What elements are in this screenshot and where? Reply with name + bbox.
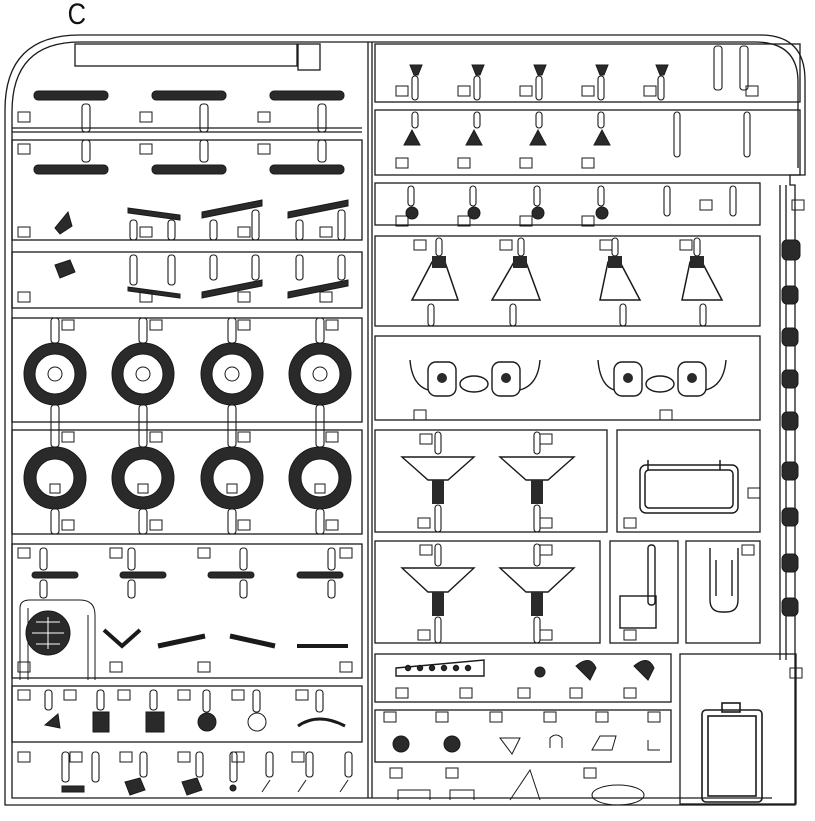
hook-parts <box>534 660 655 681</box>
clamp-bolts <box>437 373 697 383</box>
sprue-sheet-label: C <box>67 0 87 31</box>
small-bent-parts <box>102 628 348 649</box>
license-plate-part <box>639 460 739 514</box>
lower-right-parts <box>392 734 660 806</box>
right-frame-cells <box>374 43 801 805</box>
left-frame-cells <box>11 127 363 743</box>
suspension-link-parts <box>127 199 349 299</box>
part-number-tabs <box>17 85 805 779</box>
wheel-sprue-gates <box>50 317 325 535</box>
lightbar-part <box>395 659 485 677</box>
shock-absorber-parts <box>33 90 345 175</box>
grille-part <box>19 599 96 680</box>
link-sprue-gates <box>129 209 346 286</box>
fork-clamp-parts <box>403 128 611 220</box>
seat-sprue-gates <box>427 237 707 327</box>
axle-pin-parts <box>31 571 344 579</box>
wheel-parts-solid <box>23 342 352 406</box>
pin-sprue-gates <box>39 547 336 599</box>
clamp-assembly-parts <box>409 359 727 397</box>
lower-row-parts <box>61 777 349 796</box>
pedal-parts <box>54 210 76 279</box>
fork-sprue-gates <box>407 45 751 217</box>
lower-sprue-gates <box>61 751 353 783</box>
fork-top-parts <box>409 64 669 76</box>
small-parts-row <box>43 711 346 733</box>
fork-leg-parts <box>619 544 739 629</box>
side-bracket-parts <box>781 239 801 617</box>
seat-bracket-tops <box>432 256 704 268</box>
sprue-outer-frame <box>4 34 806 806</box>
triple-clamp-stems <box>432 480 543 616</box>
tank-part <box>701 702 763 803</box>
wheel-parts-slotted <box>23 446 352 510</box>
triple-clamp-parts <box>400 456 576 593</box>
shock-sprue-gates <box>81 103 327 163</box>
seat-bracket-parts <box>410 261 724 301</box>
small-sprue-gates <box>44 689 324 713</box>
clamp-sprue-gates <box>434 431 541 644</box>
